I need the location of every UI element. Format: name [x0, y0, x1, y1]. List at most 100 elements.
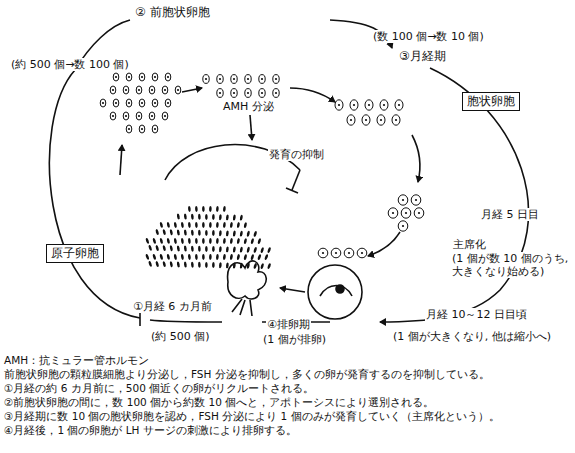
primordial-follicle [159, 254, 163, 260]
oocyte [128, 76, 130, 78]
primordial-follicle [202, 254, 205, 260]
primordial-follicle [216, 254, 219, 260]
follicle [165, 99, 171, 107]
stage-label: (約 500 個→数 100 個) [10, 58, 130, 71]
primordial-follicle [195, 222, 198, 228]
oocyte [368, 104, 370, 106]
primordial-follicle [148, 261, 152, 268]
oocyte [247, 92, 249, 94]
follicle [110, 112, 116, 120]
oocyte [151, 115, 153, 117]
oocyte [348, 252, 350, 254]
primordial-follicle [177, 245, 181, 251]
primordial-follicle [237, 238, 241, 244]
follicle [149, 112, 155, 120]
primordial-follicle [174, 222, 178, 228]
primordial-follicle [205, 262, 208, 268]
primordial-follicle [267, 263, 272, 270]
primordial-follicle [162, 245, 166, 251]
follicle [113, 99, 119, 107]
oocyte [154, 128, 156, 130]
primordial-follicle [212, 262, 215, 268]
oocyte [177, 89, 179, 91]
primordial-follicle [226, 230, 229, 236]
primordial-follicle [188, 254, 191, 260]
primordial-follicle [219, 214, 222, 220]
follicle [152, 73, 158, 81]
follicle [162, 86, 168, 94]
stage-label: 発育の抑制 [268, 148, 325, 161]
follicle [392, 115, 400, 125]
primordial-follicle [233, 230, 236, 236]
follicle [344, 248, 354, 258]
follicle [362, 115, 370, 125]
stage-label: ② 前胞状卵胞 [134, 6, 211, 19]
stage-label: 主席化 [452, 238, 487, 251]
primordial-follicle [198, 246, 201, 252]
primordial-follicle [257, 254, 261, 261]
primordial-follicle [216, 238, 219, 244]
follicle [411, 195, 421, 205]
primordial-follicle [205, 246, 208, 252]
primordial-follicle [195, 206, 198, 212]
follicle [398, 195, 408, 205]
primordial-follicle [223, 206, 226, 212]
stage-label: (1 個が排卵) [262, 333, 327, 346]
oocyte [247, 78, 249, 80]
primordial-follicle [169, 261, 173, 267]
oocyte [261, 92, 263, 94]
stage-label: (数 100 個→数 10 個) [372, 30, 485, 43]
primordial-follicle [174, 238, 178, 244]
oocyte [405, 212, 407, 214]
primordial-follicle [239, 262, 243, 268]
follicle [139, 125, 145, 133]
oocyte [335, 252, 337, 254]
primordial-follicle [246, 247, 250, 253]
follicle [123, 86, 129, 94]
primordial-follicle [202, 222, 205, 228]
primordial-follicle [226, 246, 229, 252]
primordial-follicle [226, 214, 229, 220]
note-line: ①月経の約 6 カ月前に，500 個近くの卵がリクルートされる。 [4, 381, 571, 395]
follicle [165, 73, 171, 81]
primordial-follicle [243, 238, 247, 244]
oocyte [233, 92, 235, 94]
follicle [331, 248, 341, 258]
primordial-follicle [181, 222, 184, 228]
primordial-follicle [209, 254, 212, 260]
primordial-follicle [253, 231, 257, 237]
box-text: 胞状卵胞 [467, 94, 515, 108]
primordial-follicle [233, 262, 236, 268]
stage-label: 月経 5 日目 [480, 208, 540, 221]
stage-label: (1 個が大きくなり, 他は縮小へ) [392, 330, 552, 343]
stage-box: 胞状卵胞 [462, 92, 520, 111]
oocyte [151, 89, 153, 91]
follicle [259, 89, 265, 98]
primordial-follicle [162, 261, 166, 267]
oocyte [141, 102, 143, 104]
primordial-follicle [253, 263, 257, 269]
oocyte [418, 212, 420, 214]
primordial-follicle [233, 246, 236, 252]
primordial-follicle [195, 254, 198, 260]
oocyte [322, 252, 324, 254]
follicle [126, 125, 132, 133]
primordial-follicle [267, 247, 272, 254]
oocyte [383, 104, 385, 106]
follicle [139, 73, 145, 81]
oocyte [154, 102, 156, 104]
primordial-follicle [191, 262, 194, 268]
note-line: ②前胞状卵胞の間に，数 100 個から約数 10 個へと，アポトーシスにより選別… [4, 395, 571, 409]
oocyte [402, 199, 404, 201]
primordial-follicle [260, 263, 264, 270]
primordial-follicle [243, 222, 247, 228]
follicle [139, 99, 145, 107]
primordial-follicle [260, 247, 264, 254]
notes: AMH：抗ミュラー管ホルモン前胞状卵胞の顆粒膜細胞より分泌し，FSH 分泌を抑制… [4, 353, 571, 437]
oocyte [141, 76, 143, 78]
follicle [318, 248, 328, 258]
follicle [231, 89, 237, 98]
follicle [395, 100, 403, 110]
follicle [259, 75, 265, 84]
primordial-follicle [212, 214, 215, 220]
